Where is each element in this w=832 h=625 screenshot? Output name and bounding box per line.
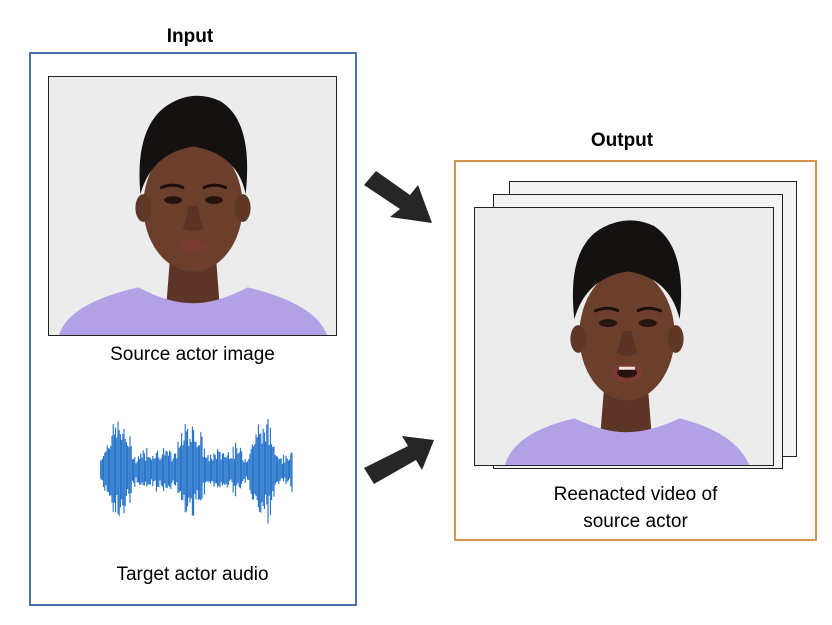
source-actor-image-caption: Source actor image xyxy=(110,344,275,365)
arrow-image-to-output xyxy=(362,165,438,227)
output-title: Output xyxy=(590,130,654,151)
arrow-audio-to-output xyxy=(362,432,438,488)
output-caption: Reenacted video of source actor xyxy=(454,481,817,535)
input-panel xyxy=(29,52,357,606)
target-actor-audio-caption: Target actor audio xyxy=(116,564,269,585)
output-caption-line2: source actor xyxy=(583,511,688,532)
input-title: Input xyxy=(166,26,214,47)
source-actor-image xyxy=(48,76,337,336)
output-panel xyxy=(454,160,817,541)
output-caption-line1: Reenacted video of xyxy=(553,484,718,505)
reenacted-video-frame xyxy=(474,207,774,466)
audio-waveform xyxy=(99,410,293,530)
